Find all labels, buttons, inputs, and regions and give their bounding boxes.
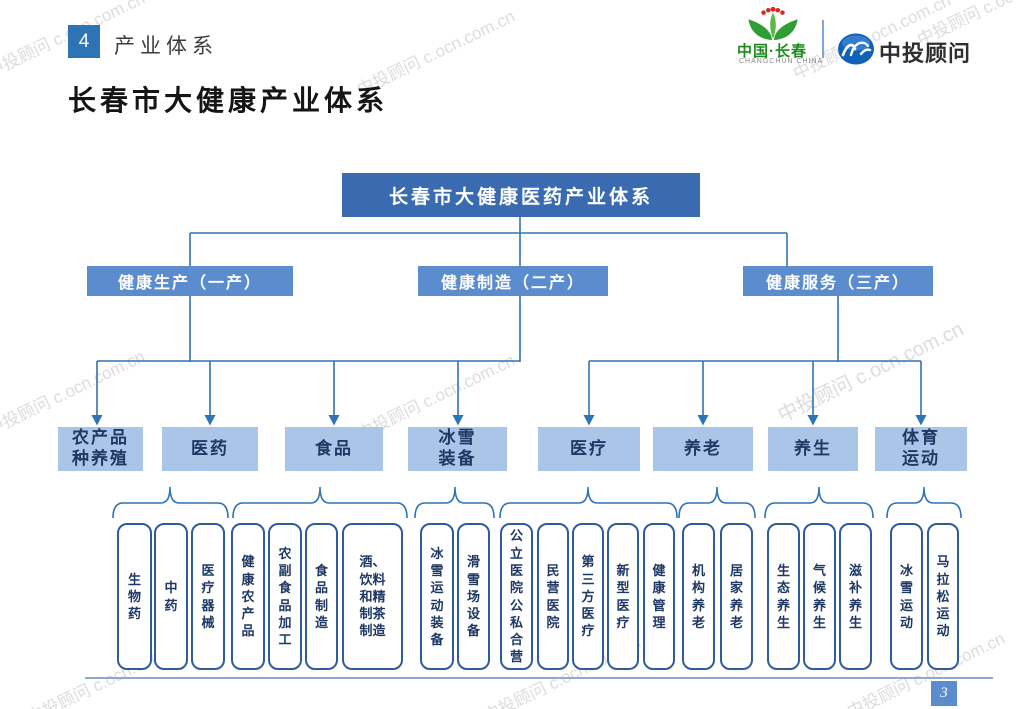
leaf-node: 滋补养生 [839,523,872,670]
group-braces [112,486,962,519]
bottom-rule [85,677,993,679]
section-title: 产业体系 [114,34,218,58]
node-elder-care: 养老 [653,427,753,471]
leaf-node: 酒、饮料和精制茶制造 [342,523,403,670]
leaf-node: 食品制造 [305,523,338,670]
watermark: 中投顾问 c.ocn.com.cn [774,318,968,428]
leaf-node: 生态养生 [767,523,800,670]
leaf-node: 医疗器械 [191,523,225,670]
section-number-badge: 4 [68,25,100,58]
leaf-node: 健康农产品 [231,523,265,670]
leaf-node: 冰雪运动装备 [420,523,454,670]
node-sports: 体育 运动 [875,427,967,471]
leaf-node: 农副食品加工 [268,523,302,670]
diagram-root-node: 长春市大健康医药产业体系 [342,173,700,217]
leaf-node: 生物药 [117,523,152,670]
node-food: 食品 [285,427,383,471]
node-secondary-industry: 健康制造（二产） [418,266,608,296]
page-number-badge: 3 [931,681,957,706]
arrowheads [91,415,927,426]
logo-divider [822,20,824,58]
leaf-node: 冰雪运动 [890,523,923,670]
changchun-tree-icon [748,6,798,41]
cic-logo-text: 中投顾问 [879,41,972,66]
leaf-node: 居家养老 [720,523,753,670]
leaf-node: 滑雪场设备 [457,523,490,670]
changchun-logo-text: 中国·长春 [737,43,807,60]
leaf-node: 中药 [154,523,188,670]
node-medical: 医疗 [538,427,640,471]
node-wellness: 养生 [768,427,858,471]
node-primary-industry: 健康生产（一产） [87,266,293,296]
cic-logo-icon [838,33,874,65]
node-snow-equipment: 冰雪 装备 [408,427,507,471]
node-pharma: 医药 [162,427,258,471]
leaf-node: 气候养生 [803,523,836,670]
leaf-node: 健康管理 [643,523,675,670]
node-tertiary-industry: 健康服务（三产） [743,266,933,296]
leaf-node: 民营医院 [537,523,569,670]
leaf-node: 马拉松运动 [927,523,959,670]
watermark: 中投顾问 c.ocn.com.cn [0,346,148,440]
leaf-node: 机构养老 [682,523,715,670]
leaf-node: 新型医疗 [607,523,639,670]
leaf-node: 公立医院公私合营 [500,523,533,670]
leaf-node: 第三方医疗 [572,523,604,670]
node-farming: 农产品 种养殖 [58,427,143,471]
page-title: 长春市大健康产业体系 [68,86,389,117]
changchun-logo-subtitle: CHANGCHUN CHINA [739,58,824,65]
